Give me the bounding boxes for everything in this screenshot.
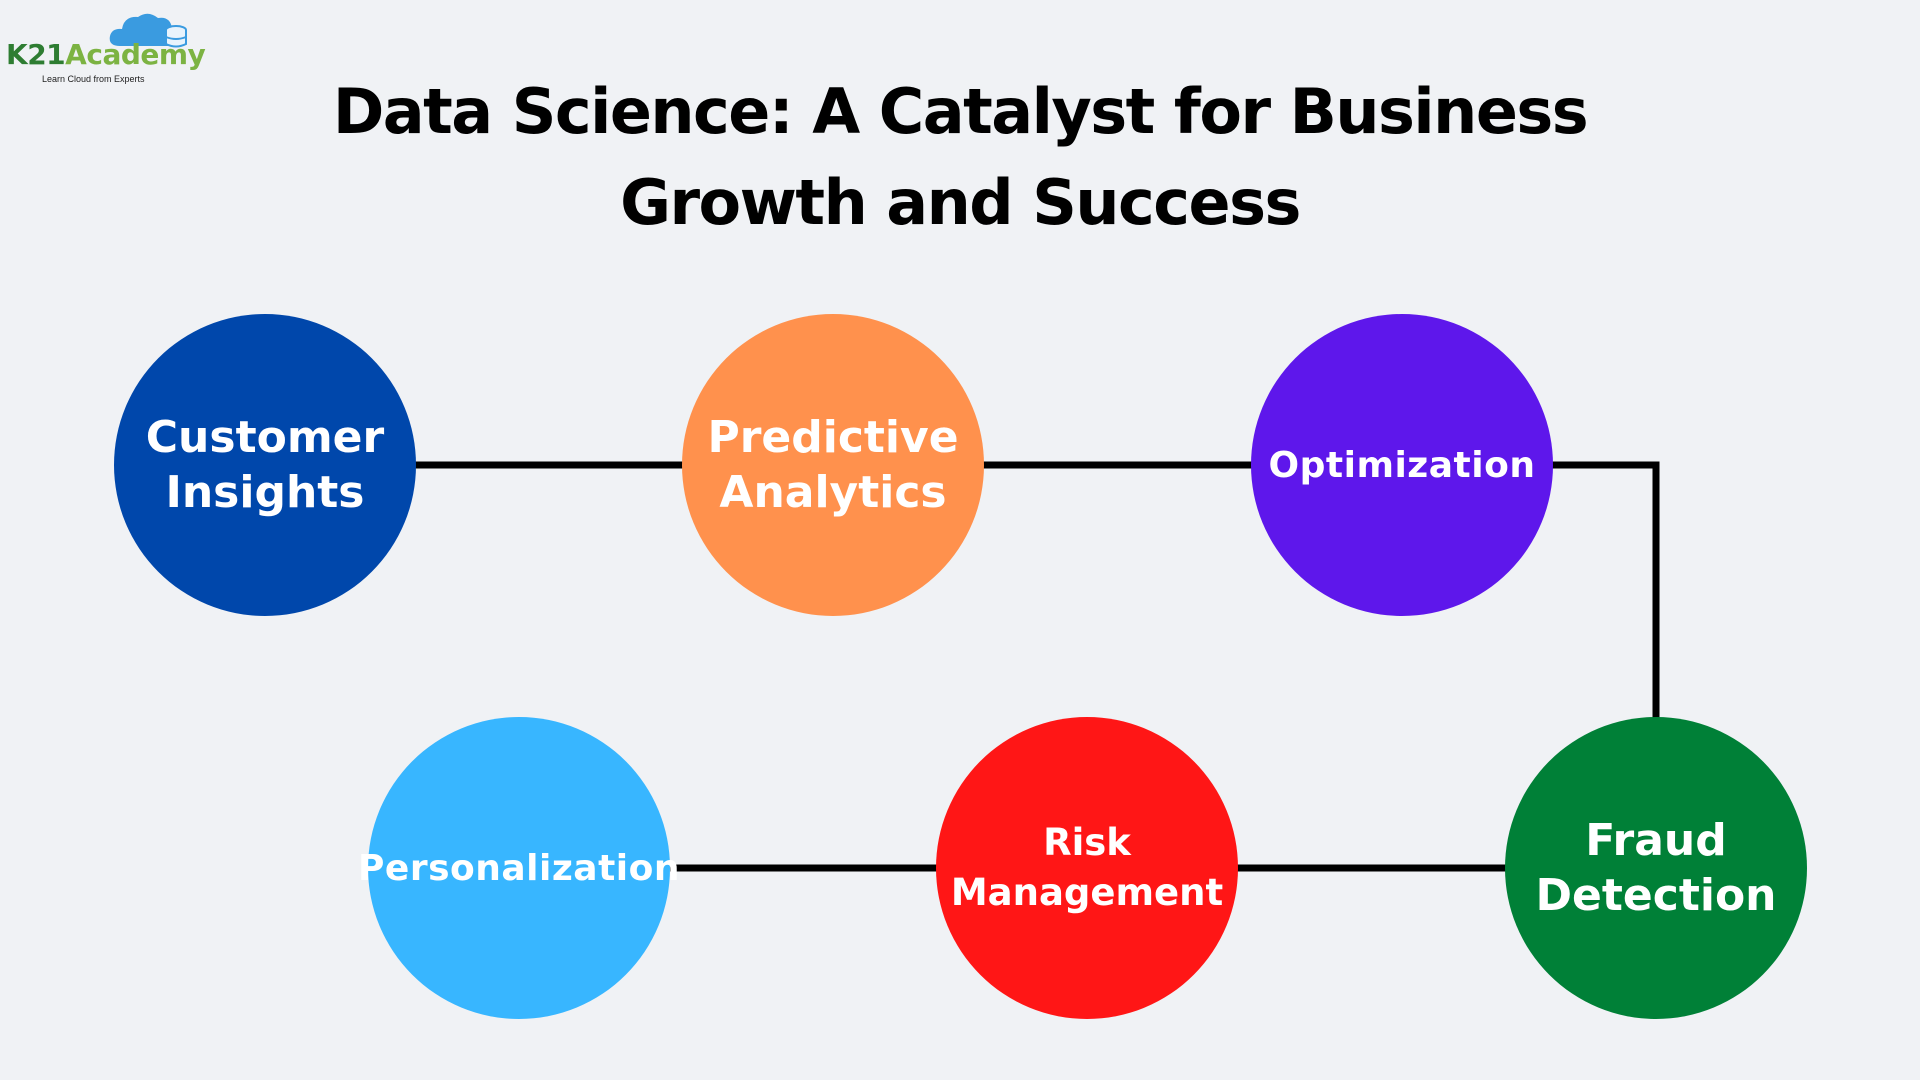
node-personalization: Personalization: [358, 717, 680, 1019]
node-label-predictive-analytics: Predictive Analytics: [707, 412, 959, 518]
connector-optimization-to-fraud: [1551, 461, 1660, 720]
brand-name-secondary: Academy: [65, 38, 206, 71]
brand-logo: K21Academy Learn Cloud from Experts: [6, 8, 206, 88]
cloud-database-icon: [109, 13, 187, 48]
node-risk-management: Risk Management: [936, 717, 1238, 1019]
brand-name: K21Academy: [6, 38, 206, 71]
node-label-risk-management: Risk Management: [950, 821, 1224, 914]
node-predictive-analytics: Predictive Analytics: [682, 314, 984, 616]
node-label-personalization: Personalization: [358, 847, 680, 889]
node-optimization: Optimization: [1251, 314, 1553, 616]
node-fraud-detection: Fraud Detection: [1505, 717, 1807, 1019]
brand-name-primary: K21: [6, 38, 66, 71]
brand-tagline: Learn Cloud from Experts: [42, 74, 145, 84]
node-label-fraud-detection: Fraud Detection: [1535, 815, 1777, 921]
node-label-optimization: Optimization: [1268, 444, 1536, 486]
node-customer-insights: Customer Insights: [114, 314, 416, 616]
node-label-customer-insights: Customer Insights: [145, 412, 385, 518]
page-title: Data Science: A Catalyst for Business Gr…: [332, 75, 1589, 239]
